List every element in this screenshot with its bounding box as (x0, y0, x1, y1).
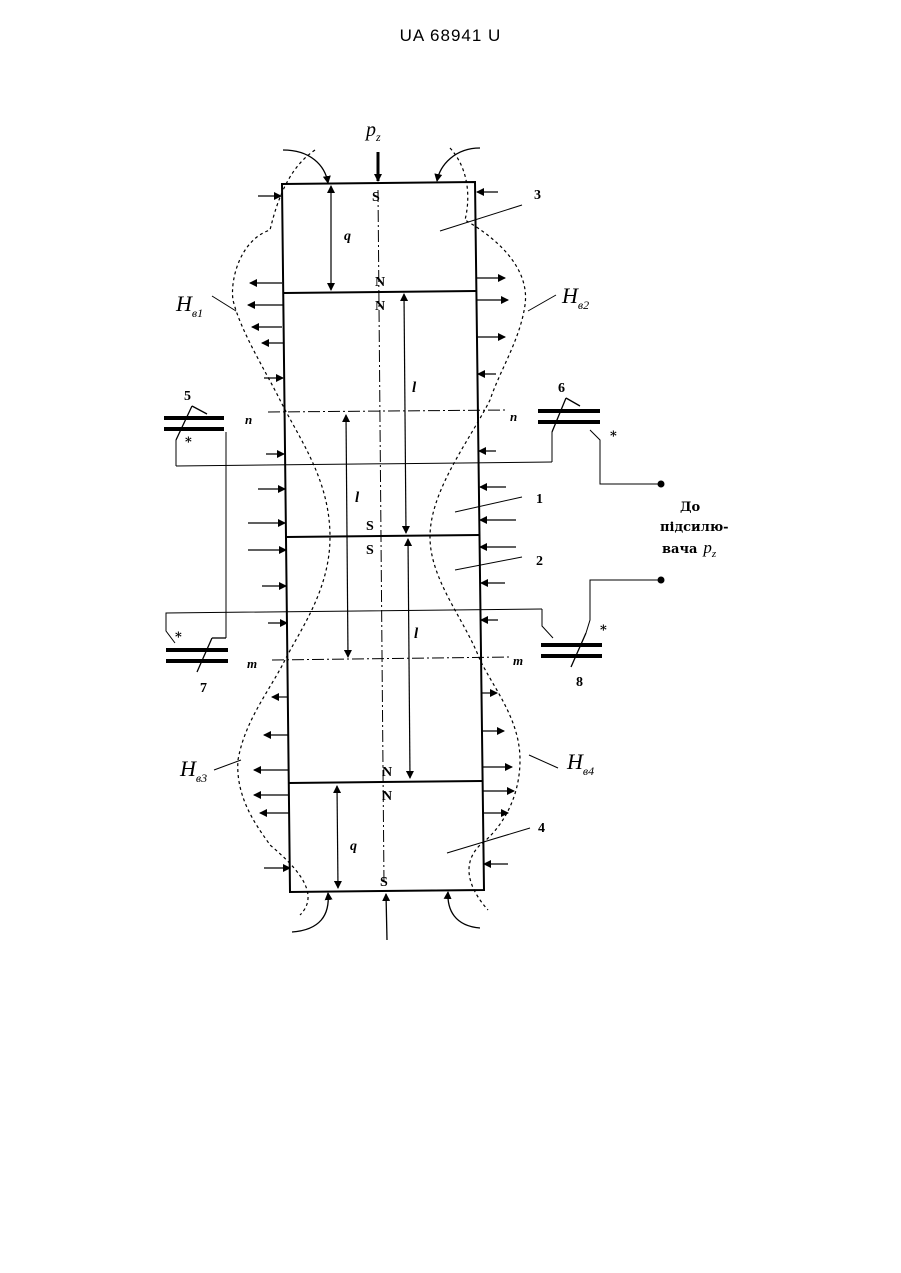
pole-s-magnet-1: S (366, 519, 374, 534)
field-label-hv2: Hв2 (561, 283, 589, 312)
sensor-6-star: * (610, 429, 617, 444)
sensor-5-star: * (185, 435, 192, 450)
amp-note-line3: вачаpz (662, 538, 717, 560)
dim-q-top: q (344, 229, 351, 244)
section-line-m (272, 657, 510, 660)
field-label-hv3: Hв3 (179, 756, 207, 785)
terminal-top (658, 481, 665, 488)
sensor-label-7: 7 (200, 681, 207, 696)
pole-n-magnet-3: N (375, 275, 385, 290)
field-label-hv4: Hв4 (566, 749, 594, 778)
dim-q-bottom: q (350, 839, 357, 854)
sensor-6 (538, 398, 660, 484)
section-n-right: n (510, 409, 517, 424)
section-n-left: n (245, 412, 252, 427)
terminal-bottom (658, 577, 665, 584)
dim-l-1: l (412, 380, 417, 396)
sensor-7-star: * (175, 630, 182, 645)
sensor-7 (166, 432, 542, 672)
pole-n-magnet-2: N (382, 765, 392, 780)
amp-note-line2: підсилю- (660, 520, 729, 535)
magnet-4-boundary (289, 781, 482, 783)
force-arrow-bottom (386, 894, 387, 940)
sensor-label-5: 5 (184, 389, 191, 404)
field-label-hv1: Hв1 (175, 291, 203, 320)
sensor-label-8: 8 (576, 675, 583, 690)
pole-n-magnet-4: N (382, 789, 392, 804)
pole-s-magnet-4: S (380, 875, 388, 890)
callout-3: 3 (534, 188, 541, 203)
pole-s-magnet-3: S (372, 190, 380, 205)
dim-l-2: l (355, 490, 360, 506)
section-m-right: m (513, 653, 523, 668)
pole-s-magnet-2: S (366, 543, 374, 558)
symmetry-axis (378, 190, 384, 885)
magnet-3-boundary (284, 291, 476, 293)
callout-1: 1 (536, 492, 543, 507)
sensor-8-star: * (600, 623, 607, 638)
magnet-1-2-boundary (286, 535, 480, 537)
sensor-5 (164, 406, 552, 466)
callout-4: 4 (538, 821, 545, 836)
dim-l-3: l (414, 626, 419, 642)
pole-n-magnet-1: N (375, 299, 385, 314)
force-label: pz (364, 119, 381, 144)
field-contours (232, 148, 525, 915)
callout-2: 2 (536, 554, 543, 569)
sensor-label-6: 6 (558, 381, 565, 396)
amp-note-line1: До (680, 500, 701, 515)
section-line-n (268, 410, 508, 412)
section-m-left: m (247, 656, 257, 671)
